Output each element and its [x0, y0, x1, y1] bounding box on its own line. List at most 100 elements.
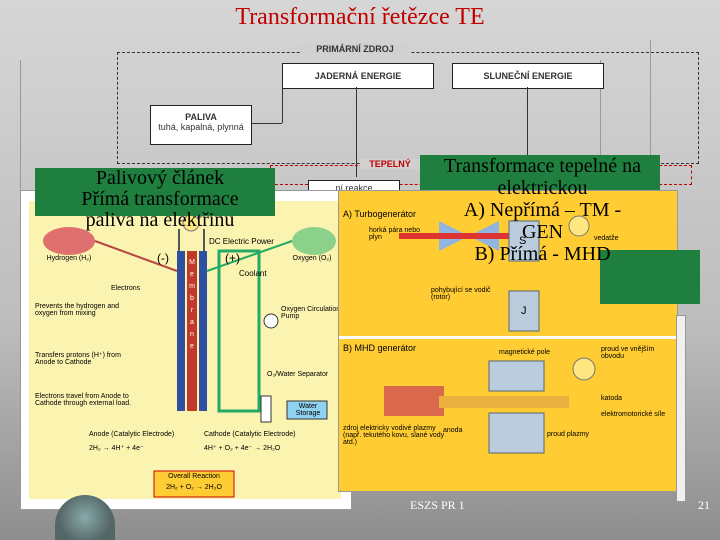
separator-icon: [260, 395, 272, 423]
coolant-loop: [217, 249, 261, 413]
membrane-letter: e: [190, 271, 194, 278]
fuel-cell-callout-line3: paliva na elektřinu: [85, 209, 235, 231]
footer-course: ESZS PR 1: [410, 498, 465, 512]
university-logo: [55, 495, 115, 540]
coolant-label: Coolant: [239, 269, 267, 278]
minus-terminal-label: (-): [157, 251, 169, 265]
electrons-travel-label: Electrons travel from Anode to Cathode t…: [35, 393, 132, 407]
oxygen-label: Oxygen (O₂): [292, 255, 332, 262]
generator-drawing: [339, 215, 677, 454]
fuel-title: PALIVA: [185, 112, 217, 122]
membrane-letter: e: [190, 343, 194, 350]
separator-label: O₂/Water Separator: [267, 371, 329, 378]
membrane-letter: n: [190, 331, 194, 338]
emf-label: elektromotorické síle: [601, 411, 666, 418]
turbogenerator-title: A) Turbogenerátor: [343, 209, 417, 219]
fuel-cell-callout-line1: Palivový článek: [95, 167, 225, 189]
dynamo-label: vedatže: [594, 235, 619, 242]
thermal-callout-top: [420, 155, 660, 190]
membrane-letter: M: [189, 259, 195, 266]
steam-jet: [399, 233, 519, 239]
thermal-callout-line3: A) Nepřímá – TM -: [463, 199, 622, 221]
solar-energy-box: SLUNEČNÍ ENERGIE: [452, 63, 604, 89]
membrane-letter: a: [190, 319, 194, 326]
plasma-source-label: zdroj elektricky vodivé plazmy (např. te…: [343, 425, 445, 446]
primary-source-label: PRIMÁRNÍ ZDROJ: [300, 44, 410, 54]
nuclear-energy-label: JADERNÁ ENERGIE: [314, 71, 402, 81]
lamp-icon: [572, 357, 596, 381]
rotating-conductor-label: pohybující se vodič (rotor): [431, 287, 491, 301]
anode-label: anoda: [443, 427, 463, 434]
solar-energy-label: SLUNEČNÍ ENERGIE: [483, 71, 573, 81]
oxygen-tank-icon: [292, 227, 336, 255]
pump-label: Oxygen Circulation Pump: [281, 306, 341, 320]
fuel-cell-drawing: [43, 214, 336, 498]
hydrogen-label: Hydrogen (H₂): [46, 255, 92, 262]
thermal-callout-text: Transformace tepelné na elektrickou A) N…: [420, 155, 665, 265]
transfers-protons-label: Transfers protons (H⁺) from Anode to Cat…: [35, 352, 121, 366]
hydrogen-pipe: [94, 240, 178, 272]
membrane-letter: b: [190, 295, 194, 302]
fuel-cell-callout-text: Palivový článek Přímá transformace paliv…: [35, 168, 285, 231]
hydrogen-tank-icon: [43, 227, 95, 255]
steam-label: horká pára nebo plyn: [369, 227, 420, 241]
lamp-icon: [568, 215, 590, 237]
slide-title: Transformační řetězce TE: [235, 4, 485, 30]
thermal-callout-line5: B) Přímá - MHD: [474, 243, 611, 265]
magnet-j-label: J: [521, 305, 527, 317]
mhd-title: B) MHD generátor: [343, 343, 417, 353]
magnetic-field-label: magnetické pole: [499, 349, 550, 356]
fuel-cell-callout-line2: Přímá transformace: [81, 188, 239, 210]
thermal-callout-side: [600, 250, 700, 304]
plasma-channel: [439, 396, 569, 408]
connector-line: [527, 87, 528, 177]
generator-diagram: A) Turbogenerátor horká pára nebo plyn p…: [338, 190, 678, 492]
connector-line: [282, 87, 283, 123]
nuclear-energy-box: JADERNÁ ENERGIE: [282, 63, 434, 89]
connector-line: [356, 87, 357, 177]
cathode-electrode: [199, 251, 207, 411]
anode-equation: 2H₂ → 4H⁺ + 4e⁻: [89, 445, 144, 452]
footer-page-number: 21: [698, 498, 710, 512]
thermal-callout-line2: elektrickou: [497, 177, 588, 199]
magnet-j-icon: [508, 290, 540, 332]
overall-reaction-title: Overall Reaction: [168, 473, 220, 480]
external-current-label: proud ve vnějším obvodu: [601, 346, 655, 360]
membrane-bar: [187, 251, 197, 411]
water-storage-icon: [286, 400, 328, 420]
section-divider: [339, 336, 677, 339]
plasma-flow-label: proud plazmy: [547, 431, 590, 438]
magnet-bottom-icon: [488, 412, 545, 454]
reaction-label: ní reakce: [335, 183, 373, 193]
fuel-box: PALIVA tuhá, kapalná, plynná: [150, 105, 252, 145]
side-panel-edge: [676, 315, 686, 502]
water-storage-label: Water Storage: [295, 403, 321, 417]
fuel-cell-callout: [35, 168, 275, 216]
membrane-letter: r: [190, 307, 194, 314]
thermal-callout-line1: Transformace tepelné na: [444, 155, 641, 177]
anode-electrode: [177, 251, 185, 411]
fuel-cell-diagram: DC Electric Power (-) (+) Hydrogen (H₂) …: [20, 190, 352, 510]
fuel-cell-panel: DC Electric Power (-) (+) Hydrogen (H₂) …: [29, 201, 341, 499]
dc-power-label: DC Electric Power: [209, 237, 274, 246]
overall-reaction-box: [153, 470, 235, 498]
prevents-mixing-label: Prevents the hydrogen and oxygen from mi…: [35, 303, 120, 317]
fuel-subtitle: tuhá, kapalná, plynná: [158, 122, 244, 132]
cathode-equation: 4H⁺ + O₂ + 4e⁻ → 2H₂O: [204, 445, 281, 452]
anode-label: Anode (Catalytic Electrode): [89, 431, 175, 438]
plus-terminal-label: (+): [225, 251, 240, 265]
thermal-callout-line4: GEN: [521, 221, 564, 243]
magnet-s-label: S: [519, 235, 527, 247]
pump-icon: [263, 313, 279, 329]
overall-reaction-equation: 2H₂ + O₂ → 2H₂O: [166, 484, 222, 491]
membrane-letter: m: [189, 283, 195, 290]
cathode-label: Cathode (Catalytic Electrode): [204, 431, 296, 438]
plasma-source-icon: [384, 386, 444, 416]
thermal-label: TEPELNÝ: [360, 159, 420, 169]
electrons-label: Electrons: [111, 285, 141, 292]
magnet-s-icon: [508, 220, 540, 262]
magnet-top-icon: [488, 360, 545, 392]
connector-line: [252, 123, 282, 124]
cathode-label: katoda: [601, 395, 623, 402]
oxygen-pipe: [206, 240, 293, 272]
